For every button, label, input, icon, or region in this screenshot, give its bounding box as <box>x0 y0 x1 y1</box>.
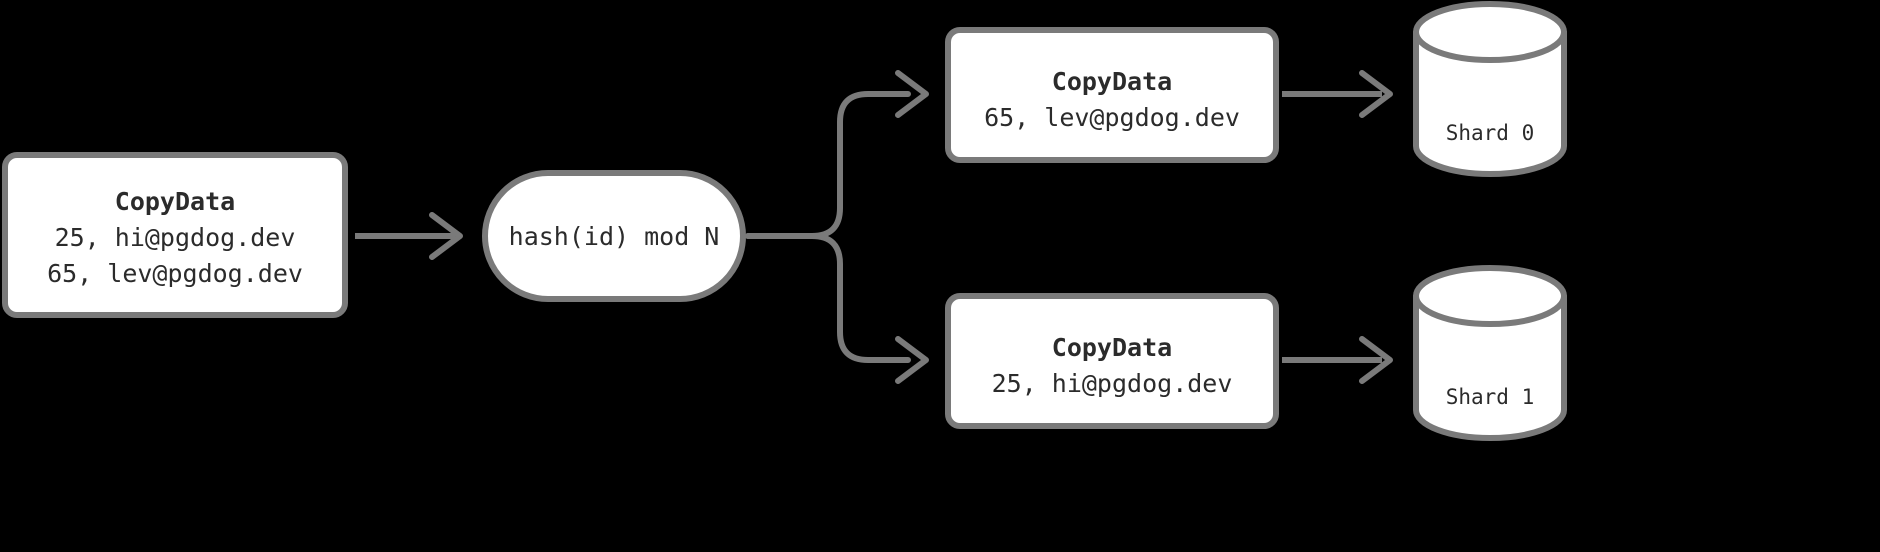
shard-0-top-ellipse <box>1413 1 1567 63</box>
copydata-shard-1-shape <box>945 293 1279 429</box>
shard-1-top-ellipse <box>1413 265 1567 327</box>
hash-router-label: hash(id) mod N <box>509 222 720 251</box>
node-hash-router[interactable]: hash(id) mod N <box>482 170 746 302</box>
shard-1-body <box>1413 293 1567 441</box>
node-copydata-shard-0[interactable]: CopyData 65, lev@pgdog.dev <box>945 27 1279 163</box>
hash-router-shape <box>482 170 746 302</box>
copydata-shard-0-title: CopyData <box>1052 67 1172 96</box>
copydata-shard-1-row-0: 25, hi@pgdog.dev <box>992 369 1233 398</box>
shard-0-body <box>1413 29 1567 177</box>
source-copydata-row-1: 65, lev@pgdog.dev <box>47 259 303 288</box>
edge-router-to-shard1-box <box>745 233 929 384</box>
copydata-shard-0-shape <box>945 27 1279 163</box>
edge-router-to-shard0-box <box>745 70 929 239</box>
source-copydata-shape <box>2 152 348 318</box>
shard-0-label: Shard 0 <box>1446 121 1535 145</box>
node-shard-1[interactable]: Shard 1 <box>1413 265 1567 441</box>
shard-1-label: Shard 1 <box>1446 385 1535 409</box>
edge-source-to-router <box>355 212 463 260</box>
copydata-shard-0-row-0: 65, lev@pgdog.dev <box>984 103 1240 132</box>
source-copydata-row-0: 25, hi@pgdog.dev <box>55 223 296 252</box>
edge-box1-to-shard1 <box>1282 336 1393 384</box>
copydata-shard-1-title: CopyData <box>1052 333 1172 362</box>
node-copydata-shard-1[interactable]: CopyData 25, hi@pgdog.dev <box>945 293 1279 429</box>
source-copydata-title: CopyData <box>115 187 235 216</box>
node-source-copydata[interactable]: CopyData 25, hi@pgdog.dev 65, lev@pgdog.… <box>2 152 348 318</box>
edge-box0-to-shard0 <box>1282 70 1393 118</box>
node-shard-0[interactable]: Shard 0 <box>1413 1 1567 177</box>
